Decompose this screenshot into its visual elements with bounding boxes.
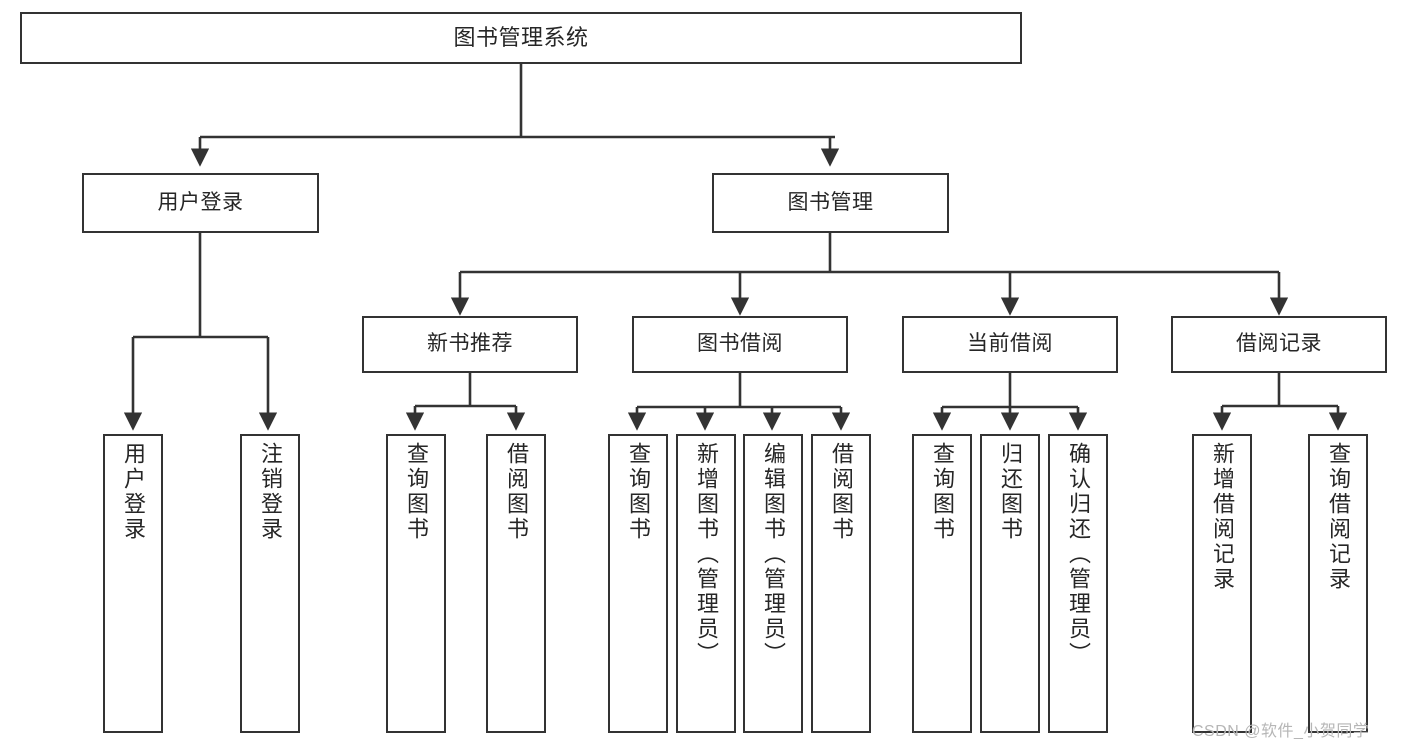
node-label: 查询图书 <box>626 442 651 542</box>
node-book-borrow[interactable]: 图书借阅 <box>632 316 848 373</box>
node-label: 查询借阅记录 <box>1326 442 1351 592</box>
node-label: 借阅图书 <box>829 442 854 542</box>
node-leaf-confirm-return-admin[interactable]: 确认归还（管理员） <box>1048 434 1108 733</box>
node-label: 注销登录 <box>258 442 283 542</box>
node-leaf-borrow-book[interactable]: 借阅图书 <box>811 434 871 733</box>
node-leaf-logout[interactable]: 注销登录 <box>240 434 300 733</box>
node-label: 用户登录 <box>157 190 244 214</box>
node-label: 新书推荐 <box>427 332 513 356</box>
node-label: 查询图书 <box>404 442 429 542</box>
node-current-borrow[interactable]: 当前借阅 <box>902 316 1118 373</box>
node-label: 借阅图书 <box>504 442 529 542</box>
node-label: 新增借阅记录 <box>1210 442 1235 592</box>
node-borrow-record[interactable]: 借阅记录 <box>1171 316 1387 373</box>
node-book-manage[interactable]: 图书管理 <box>712 173 949 233</box>
node-new-book-recommend[interactable]: 新书推荐 <box>362 316 578 373</box>
node-leaf-borrow-book-recommend[interactable]: 借阅图书 <box>486 434 546 733</box>
node-label: 查询图书 <box>930 442 955 542</box>
node-label: 借阅记录 <box>1236 332 1322 356</box>
node-label: 当前借阅 <box>967 332 1053 356</box>
node-leaf-add-book-admin[interactable]: 新增图书（管理员） <box>676 434 736 733</box>
node-leaf-edit-book-admin[interactable]: 编辑图书（管理员） <box>743 434 803 733</box>
node-leaf-query-book-recommend[interactable]: 查询图书 <box>386 434 446 733</box>
node-label: 用户登录 <box>121 442 146 542</box>
node-leaf-query-book-borrow[interactable]: 查询图书 <box>608 434 668 733</box>
node-root-book-management-system[interactable]: 图书管理系统 <box>20 12 1022 64</box>
node-label: 确认归还（管理员） <box>1066 442 1091 667</box>
node-label: 图书管理系统 <box>453 25 589 51</box>
node-label: 图书管理 <box>787 190 874 214</box>
node-label: 归还图书 <box>998 442 1023 542</box>
node-label: 图书借阅 <box>697 332 783 356</box>
node-leaf-query-borrow-record[interactable]: 查询借阅记录 <box>1308 434 1368 733</box>
node-leaf-user-login[interactable]: 用户登录 <box>103 434 163 733</box>
node-label: 新增图书（管理员） <box>694 442 719 667</box>
node-leaf-query-book-current[interactable]: 查询图书 <box>912 434 972 733</box>
node-leaf-return-book[interactable]: 归还图书 <box>980 434 1040 733</box>
node-label: 编辑图书（管理员） <box>761 442 786 667</box>
node-leaf-add-borrow-record[interactable]: 新增借阅记录 <box>1192 434 1252 733</box>
node-user-login[interactable]: 用户登录 <box>82 173 319 233</box>
csdn-watermark: CSDN @软件_小贺同学 <box>1192 723 1370 740</box>
